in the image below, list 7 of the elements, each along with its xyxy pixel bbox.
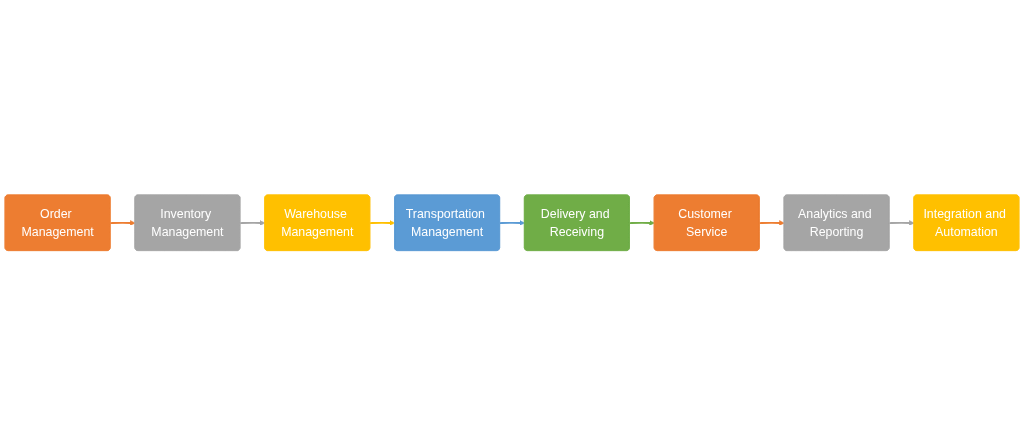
arrow xyxy=(239,219,266,226)
arrow xyxy=(109,219,136,226)
arrow xyxy=(628,219,655,226)
arrow xyxy=(369,219,396,226)
arrow xyxy=(888,219,915,226)
arrow xyxy=(499,219,525,226)
arrow xyxy=(758,219,785,226)
